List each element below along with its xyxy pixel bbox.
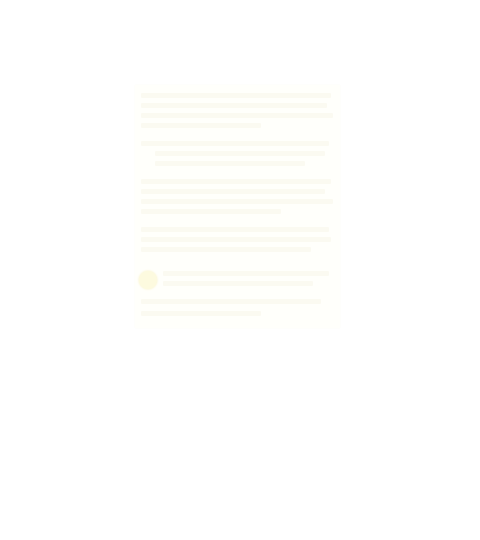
highlight-marker-icon[interactable]	[139, 271, 157, 289]
document-text-line	[141, 113, 333, 118]
document-text-line	[141, 123, 261, 128]
document-text-line	[163, 281, 313, 286]
document-text-line	[141, 247, 311, 252]
document-text-line	[141, 299, 321, 304]
document-text-line	[155, 161, 305, 166]
document-panel	[135, 85, 340, 328]
document-text-line	[141, 93, 331, 98]
document-text-line	[141, 311, 261, 316]
document-text-line	[155, 151, 325, 156]
document-text-line	[163, 271, 329, 276]
document-text-line	[141, 179, 331, 184]
document-text-line	[141, 199, 333, 204]
document-text-line	[141, 227, 329, 232]
document-text-line	[141, 237, 331, 242]
document-text-line	[141, 189, 325, 194]
document-text-line	[141, 209, 281, 214]
document-text-line	[141, 141, 329, 146]
document-text-line	[141, 103, 327, 108]
